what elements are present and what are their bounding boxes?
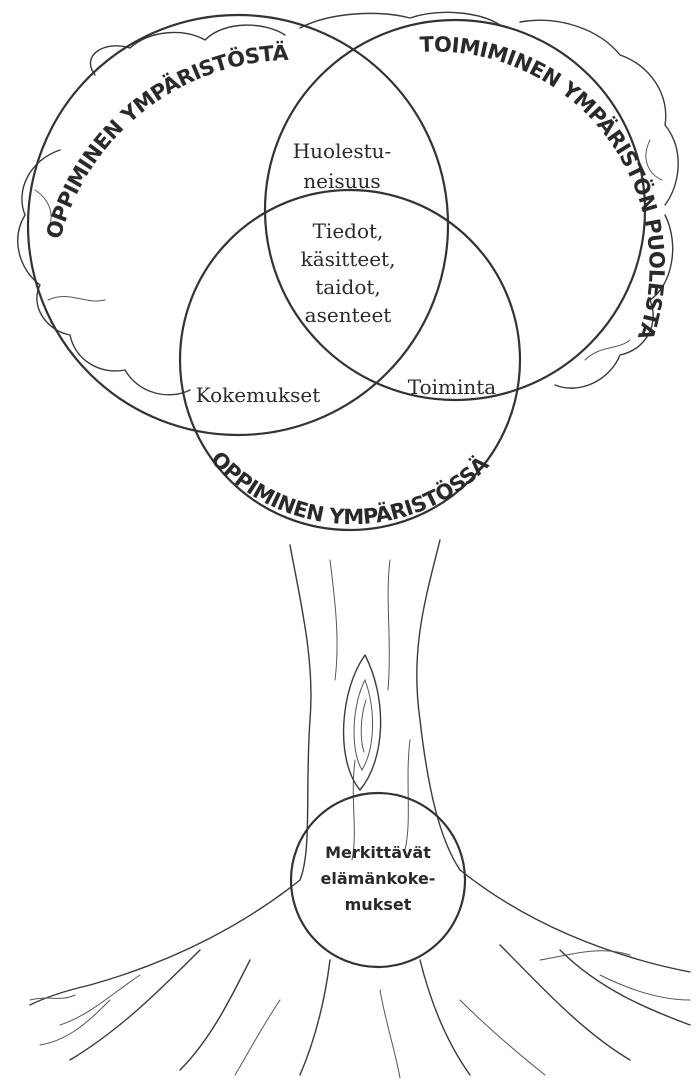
region-right-overlap: Toiminta (408, 375, 497, 399)
tree-crown-outline (18, 12, 678, 394)
region-top-line-2: neisuus (303, 169, 380, 193)
label-learning-from-environment: OPPIMINEN YMPÄRISTÖSTÄ (42, 40, 290, 242)
region-top-line-1: Huolestu- (293, 139, 392, 163)
tree-trunk (290, 540, 460, 880)
region-center-line-3: taidot, (315, 275, 381, 299)
root-line-3: mukset (345, 895, 412, 914)
trunk-knot-hole (344, 655, 381, 790)
circle-learning-from-environment (28, 15, 448, 435)
label-acting-for-environment: TOIMIMINEN YMPÄRISTÖN PUOLESTA (419, 32, 669, 343)
region-left-overlap: Kokemukset (196, 383, 321, 407)
label-learning-in-environment: OPPIMINEN YMPÄRISTÖSSÄ (206, 447, 494, 529)
root-line-2: elämänkoke- (321, 869, 436, 888)
region-center-line-2: käsitteet, (301, 247, 396, 271)
root-line-1: Merkittävät (325, 843, 431, 862)
circle-acting-for-environment (265, 20, 645, 400)
region-center-line-1: Tiedot, (313, 219, 384, 243)
region-center-line-4: asenteet (305, 303, 392, 327)
